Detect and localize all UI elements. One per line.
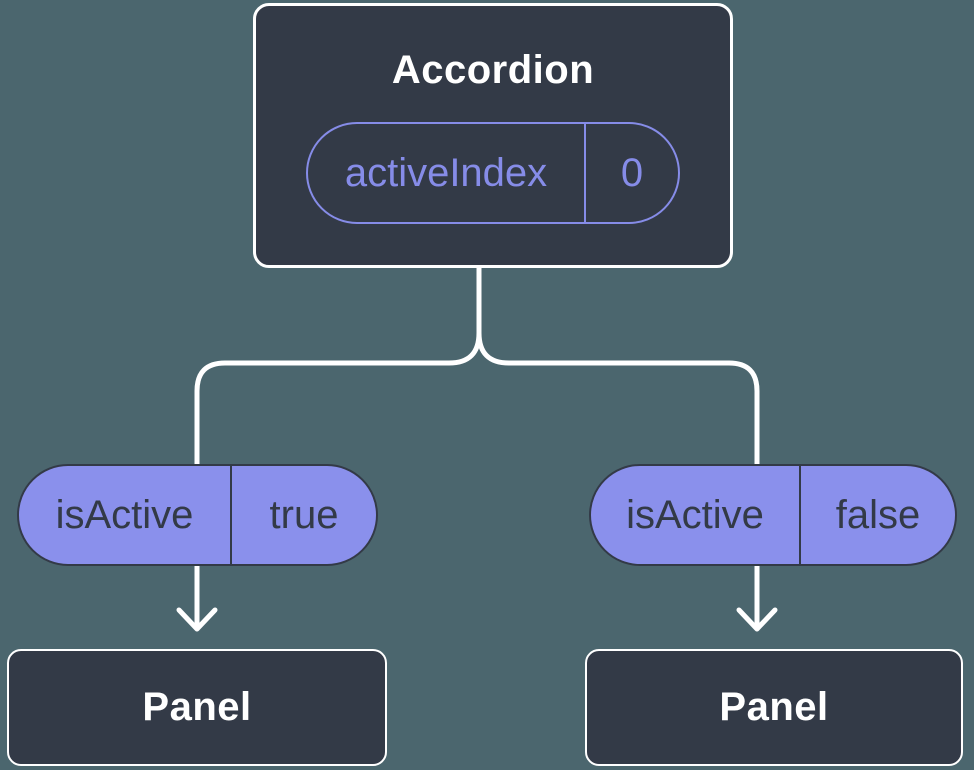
prop-pill-value: false [799,466,955,564]
prop-pill-value: true [230,466,376,564]
state-pill-value: 0 [584,124,678,222]
panel-node-title: Panel [142,685,252,729]
state-pill-activeindex: activeIndex 0 [306,122,680,224]
prop-pill-name: isActive [626,492,764,537]
branch-line-right [476,265,760,467]
prop-pill-isactive-true: isActive true [17,464,378,566]
arrow-head-right-icon [736,607,778,632]
accordion-node-title: Accordion [391,48,595,92]
arrow-head-left-icon [176,607,218,632]
accordion-component-node: Accordion activeIndex 0 [253,3,733,268]
panel-node-right: Panel [585,649,963,766]
branch-line-left [194,265,482,467]
panel-node-left: Panel [7,649,387,766]
prop-pill-name: isActive [55,492,194,537]
panel-node-title: Panel [719,685,829,729]
prop-pill-isactive-false: isActive false [589,464,957,566]
state-pill-name: activeIndex [344,150,548,195]
